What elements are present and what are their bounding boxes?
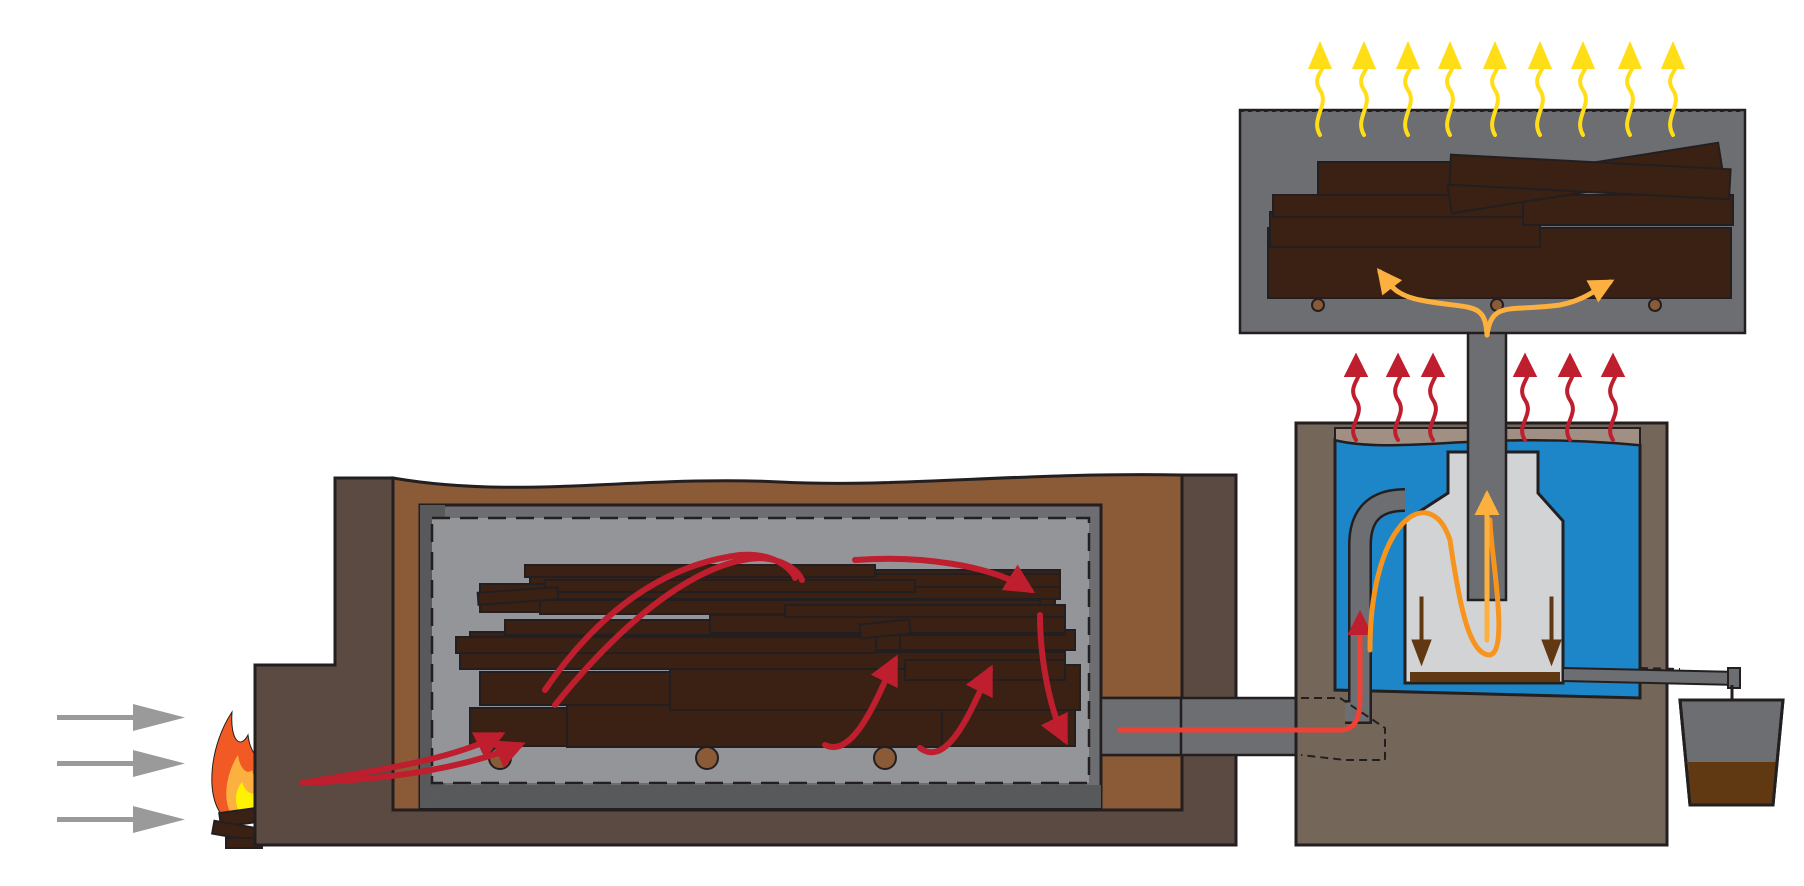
heat-wave-arrow	[1557, 352, 1583, 442]
heat-wave-arrow	[1343, 352, 1369, 442]
vapor-arrow	[1570, 40, 1596, 137]
drying-rollers	[1311, 298, 1662, 312]
flue-pipe	[1099, 696, 1303, 757]
condenser-gas-loop	[1367, 510, 1502, 658]
vapor-arrow	[1437, 40, 1463, 137]
drip-arrow	[1411, 596, 1432, 667]
vapor-arrow	[1617, 40, 1643, 137]
vapor-arrow	[1307, 40, 1333, 137]
intake-air-arrows	[57, 704, 185, 833]
intake-air-arrow	[57, 806, 185, 833]
vapor-arrow	[1660, 40, 1686, 137]
intake-air-arrow	[57, 750, 185, 777]
drying-wood-stack	[1267, 141, 1734, 299]
vapor-arrow	[1482, 40, 1508, 137]
heat-wave-arrows	[1343, 352, 1626, 442]
condenser-inlet-pipe	[1300, 488, 1406, 761]
gas-to-condenser-arrow	[1117, 610, 1373, 733]
vapor-exhaust-arrows	[1307, 40, 1686, 137]
hot-gas-flow-arrows	[299, 551, 1068, 786]
collection-bucket-icon	[1678, 685, 1785, 807]
heat-wave-arrow	[1385, 352, 1411, 442]
condensate-drain-pipe	[1562, 666, 1741, 689]
heat-wave-arrow	[1600, 352, 1626, 442]
heat-wave-arrow	[1512, 352, 1538, 442]
warm-air-distribution-arrows	[1376, 268, 1615, 338]
condensate-drip-arrows	[1411, 596, 1562, 667]
vapor-arrow	[1395, 40, 1421, 137]
kiln-wood-stack	[455, 564, 1081, 748]
vapor-arrow	[1527, 40, 1553, 137]
intake-air-arrow	[57, 704, 185, 731]
drip-arrow	[1541, 596, 1562, 667]
vapor-arrow	[1351, 40, 1377, 137]
heat-wave-arrow	[1420, 352, 1446, 442]
